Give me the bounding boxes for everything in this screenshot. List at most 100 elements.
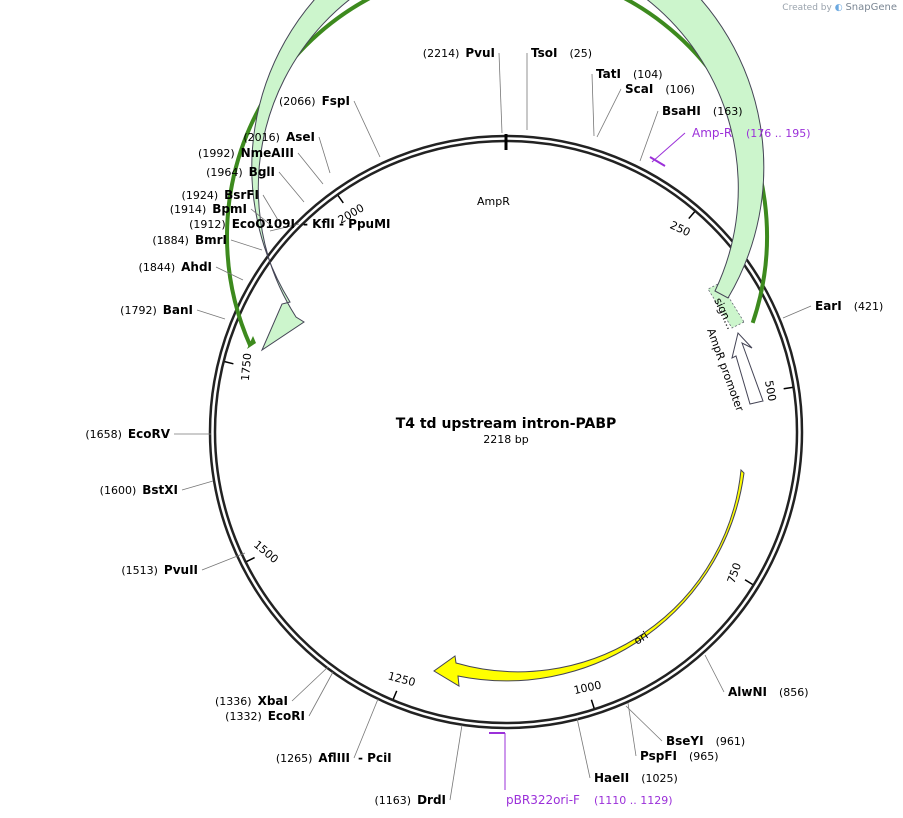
site-leader-line	[278, 171, 305, 203]
site-nmeaiii[interactable]: NmeAIII(1992)	[198, 146, 324, 185]
site-position: (104)	[633, 68, 663, 81]
site-name: PspFI	[640, 749, 677, 763]
site-leader-line	[498, 52, 503, 134]
primer-amp-r-marker	[649, 156, 666, 167]
ampr-feature	[251, 0, 765, 352]
tick-mark	[224, 360, 234, 365]
tick-mark	[688, 211, 696, 220]
site-position: (1844)	[139, 261, 176, 274]
site-alwni[interactable]: AlwNI(856)	[704, 654, 809, 699]
site-leader-line	[318, 136, 331, 174]
primer-amp-r-range: (176 .. 195)	[746, 127, 811, 140]
site-pspfi[interactable]: PspFI (965)	[627, 702, 719, 763]
site-name: BglI	[249, 165, 275, 179]
tick-mark	[392, 690, 398, 700]
site-afliii[interactable]: AflIII(1265)- PciI	[276, 698, 392, 765]
site-ahdi[interactable]: AhdI(1844)	[139, 260, 244, 281]
watermark-brand: SnapGene	[845, 2, 897, 13]
site-name: EcoRI	[268, 709, 305, 723]
snapgene-logo-icon: ◐	[834, 3, 843, 13]
site-position: (1513)	[121, 564, 158, 577]
site-bmri[interactable]: BmrI(1884)	[152, 233, 263, 251]
primer-amp-r-name: Amp-R	[692, 126, 732, 140]
site-position: (2016)	[243, 131, 280, 144]
site-leader-line	[250, 208, 273, 227]
tick-label: 1250	[386, 669, 416, 689]
primer-amp-r[interactable]: Amp-R (176 .. 195)	[649, 126, 811, 167]
site-bstxi[interactable]: BstXI(1600)	[100, 480, 214, 497]
site-name: BseYI	[666, 734, 704, 748]
site-tati[interactable]: TatI(104)	[591, 67, 663, 137]
site-fspi[interactable]: FspI(2066)	[279, 94, 381, 158]
site-name: BanI	[163, 303, 193, 317]
tick-mark	[590, 699, 595, 709]
site-name: TsoI	[531, 46, 557, 60]
site-position: (1600)	[100, 484, 137, 497]
site-pvuii[interactable]: PvuII (1513)	[121, 552, 246, 577]
site-position: (1336)	[215, 695, 252, 708]
primer-pbr322ori-f-name: pBR322ori-F	[506, 793, 580, 807]
site-leader-line	[297, 152, 324, 185]
plasmid-size: 2218 bp	[483, 433, 528, 446]
site-position: (1912)	[189, 218, 226, 231]
site-name: HaeII	[594, 771, 629, 785]
ori-feature	[433, 468, 745, 687]
site-leader-line	[627, 702, 637, 757]
site-leader-line	[625, 705, 663, 742]
site-bsrfi[interactable]: BsrFI(1924)	[182, 188, 279, 221]
site-leader-line	[353, 100, 381, 158]
site-ecori[interactable]: EcoRI (1332)	[225, 671, 334, 723]
site-xbai[interactable]: XbaI (1336)	[215, 666, 329, 708]
site-leader-line	[782, 305, 812, 319]
site-leader-line	[181, 480, 214, 491]
site-haeii[interactable]: HaeII (1025)	[576, 717, 678, 785]
site-bani[interactable]: BanI(1792)	[120, 303, 226, 320]
site-position: (1964)	[206, 166, 243, 179]
site-position: (1884)	[152, 234, 189, 247]
site-ecoo109i[interactable]: EcoO109I(1912)- KflI - PpuMI	[189, 217, 391, 232]
site-leader-line	[269, 223, 300, 232]
site-position: (961)	[716, 735, 746, 748]
site-position: (1658)	[85, 428, 122, 441]
site-ecorv[interactable]: EcoRV (1658)	[85, 427, 211, 441]
site-drdi[interactable]: DrdI(1163)	[374, 724, 463, 807]
site-name: BpmI	[212, 202, 247, 216]
site-name: PvuI	[465, 46, 495, 60]
site-name: EcoRV	[128, 427, 171, 441]
site-position: (1914)	[170, 203, 207, 216]
backbone-outer-ring	[208, 134, 804, 730]
site-leader-line	[449, 724, 463, 801]
tick-mark	[337, 195, 344, 204]
tick-label: 750	[725, 561, 744, 585]
site-bgli[interactable]: BglI (1964)	[206, 165, 305, 203]
primer-pbr322ori-f[interactable]: pBR322ori-F (1110 .. 1129)	[489, 732, 673, 807]
site-position: (1332)	[225, 710, 262, 723]
site-position: (1924)	[182, 189, 219, 202]
site-leader-line	[196, 309, 226, 320]
site-pvui[interactable]: PvuI(2214)	[423, 46, 503, 134]
site-position: (1025)	[641, 772, 678, 785]
site-tsoi[interactable]: TsoI(25)	[526, 46, 592, 130]
site-name: PvuII	[164, 563, 198, 577]
site-isoschizomers: - KflI - PpuMI	[303, 217, 391, 231]
site-position: (163)	[713, 105, 743, 118]
site-asei[interactable]: AseI (2016)	[243, 130, 331, 174]
plasmid-name: T4 td upstream intron-PABP	[396, 416, 617, 432]
site-bsahi[interactable]: BsaHI(163)	[639, 104, 743, 162]
tick-mark	[744, 579, 754, 586]
site-position: (965)	[689, 750, 719, 763]
site-name: EarI	[815, 299, 842, 313]
site-position: (106)	[665, 83, 695, 96]
ampr-stripe	[225, 0, 769, 347]
site-isoschizomers: - PciI	[358, 751, 392, 765]
site-bseyi[interactable]: BseYI (961)	[625, 705, 746, 748]
site-scai[interactable]: ScaI(106)	[596, 82, 695, 138]
site-name: AseI	[286, 130, 315, 144]
site-leader-line	[591, 73, 595, 137]
site-leader-line	[576, 717, 591, 779]
site-bpmi[interactable]: BpmI (1914)	[170, 202, 273, 227]
site-eari[interactable]: EarI(421)	[782, 299, 883, 319]
site-name: XbaI	[258, 694, 288, 708]
